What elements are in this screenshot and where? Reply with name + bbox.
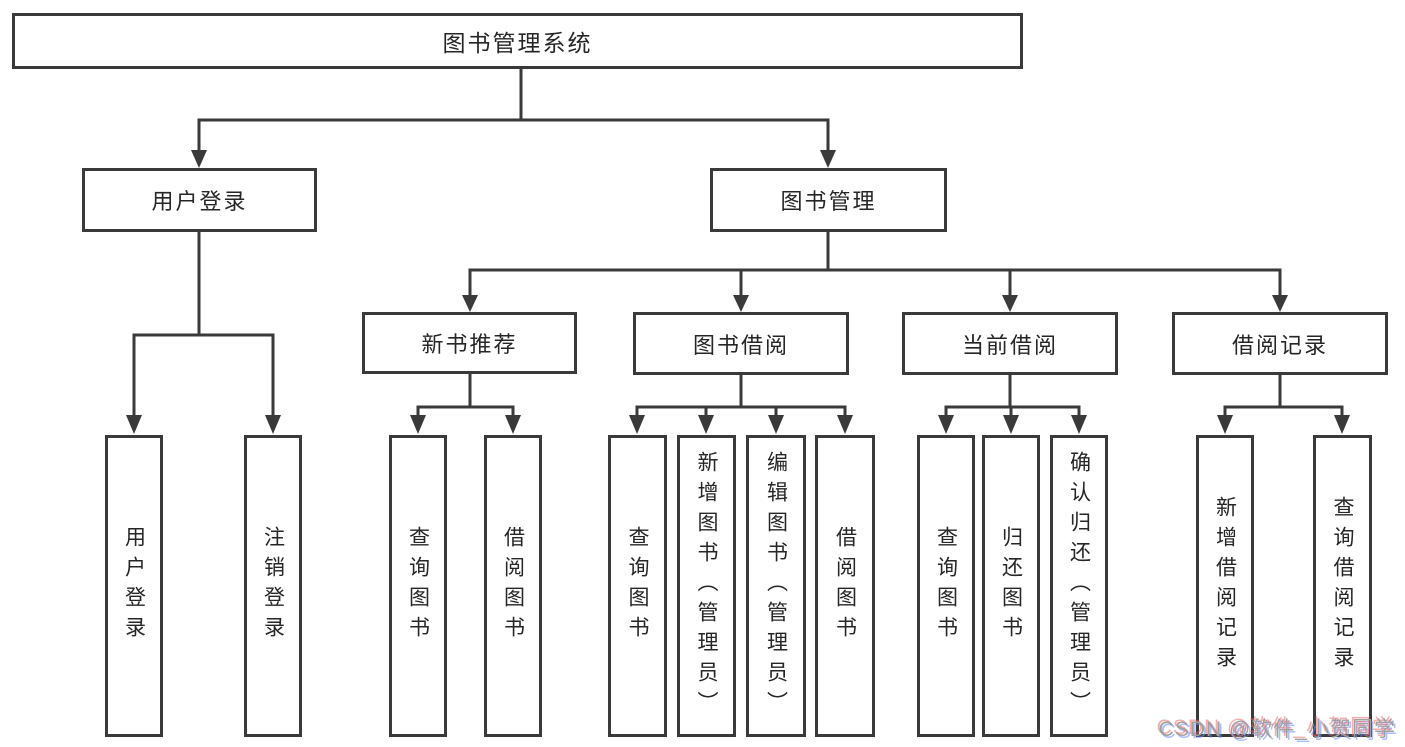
- connector-root-to-level2: [191, 67, 836, 168]
- leaf-newrec-borrow-books: 借阅图书: [484, 435, 542, 737]
- node-borrow-records: 借阅记录: [1172, 312, 1388, 375]
- leaf-borrow-edit-books-admin: 编辑图书（管理员）: [746, 435, 806, 737]
- node-book-management: 图书管理: [710, 168, 947, 232]
- connector-newbook-split: [410, 373, 521, 434]
- connector-currentborrow-split: [938, 374, 1087, 434]
- leaf-current-return-books: 归还图书: [982, 435, 1040, 737]
- connector-bookborrow-split: [629, 374, 853, 434]
- leaf-borrow-borrow-books: 借阅图书: [815, 435, 875, 737]
- leaf-user-login: 用户登录: [105, 435, 163, 737]
- node-root: 图书管理系统: [12, 13, 1023, 69]
- leaf-current-confirm-return-admin: 确认归还（管理员）: [1050, 435, 1108, 737]
- leaf-records-query-record: 查询借阅记录: [1313, 435, 1372, 737]
- leaf-borrow-add-books-admin: 新增图书（管理员）: [677, 435, 736, 737]
- watermark-csdn: CSDN @软件_小贺同学: [1158, 718, 1396, 741]
- node-book-borrow: 图书借阅: [633, 312, 849, 375]
- node-new-book-recommend: 新书推荐: [362, 312, 577, 374]
- leaf-borrow-query-books: 查询图书: [608, 435, 667, 737]
- leaf-records-add-record: 新增借阅记录: [1196, 435, 1254, 737]
- node-user-login: 用户登录: [82, 168, 317, 232]
- node-current-borrow: 当前借阅: [902, 312, 1118, 375]
- connector-bookmgmt-to-level3: [462, 231, 1288, 312]
- leaf-logout-login: 注销登录: [244, 435, 302, 737]
- connector-records-split: [1217, 374, 1350, 434]
- leaf-current-query-books: 查询图书: [917, 435, 975, 737]
- leaf-newrec-query-books: 查询图书: [389, 435, 447, 737]
- connector-userlogin-split: [126, 231, 281, 434]
